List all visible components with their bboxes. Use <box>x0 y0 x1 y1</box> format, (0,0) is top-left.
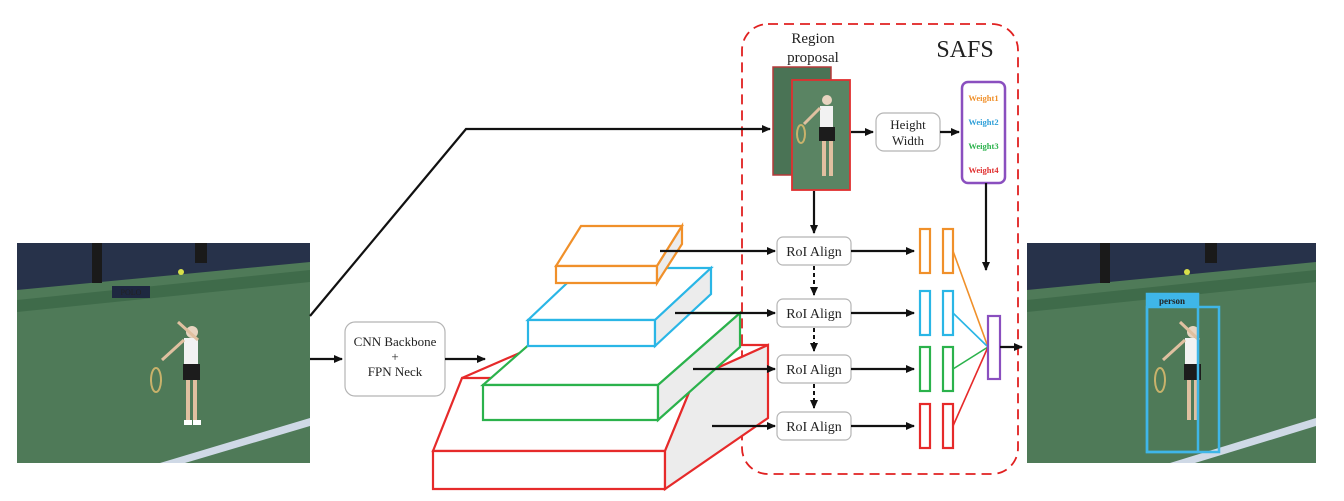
detection-box-2 <box>1145 305 1221 454</box>
input-image: POLO <box>17 243 310 463</box>
fusion-bar <box>986 314 1002 381</box>
person-label-background <box>1147 294 1198 307</box>
weight-2-label: Weight2 <box>968 117 998 127</box>
safs-region <box>741 23 1019 475</box>
fpn-level-3 <box>480 310 743 423</box>
height-label: Height <box>890 117 926 132</box>
roi-align-1: RoI Align <box>776 236 852 266</box>
fpn-level-1 <box>554 222 684 287</box>
roi-align-3: RoI Align <box>776 354 852 384</box>
backbone-plus-label: + <box>391 349 398 364</box>
feature-bars-4 <box>918 402 955 450</box>
roi-align-4-label: RoI Align <box>786 420 842 435</box>
roi-align-3-label: RoI Align <box>786 363 842 378</box>
roi-align-1-label: RoI Align <box>786 245 842 260</box>
roi-align-2: RoI Align <box>776 298 852 328</box>
tennis-player-figure <box>150 320 201 425</box>
fpn-neck-label: FPN Neck <box>368 364 423 379</box>
safs-title: SAFS <box>936 37 993 63</box>
weight-3-label: Weight3 <box>968 141 998 151</box>
weight-1-label: Weight1 <box>968 93 998 103</box>
person-label: person <box>1159 296 1185 306</box>
roi-align-2-label: RoI Align <box>786 307 842 322</box>
polo-banner-text: POLO <box>121 288 142 297</box>
weight-4-label: Weight4 <box>968 165 999 175</box>
feature-bars-1 <box>918 227 955 275</box>
weights-box <box>960 80 1007 185</box>
feature-bars-3 <box>918 345 955 393</box>
region-proposal-label-line1: Region <box>791 31 835 47</box>
region-proposal-crops <box>772 66 851 191</box>
cnn-backbone-label: CNN Backbone <box>354 334 437 349</box>
output-image: person <box>1027 243 1316 463</box>
width-label: Width <box>892 133 924 148</box>
region-proposal-label-line2: proposal <box>787 50 839 66</box>
feature-bars-2 <box>918 289 955 337</box>
roi-align-4: RoI Align <box>776 411 852 441</box>
